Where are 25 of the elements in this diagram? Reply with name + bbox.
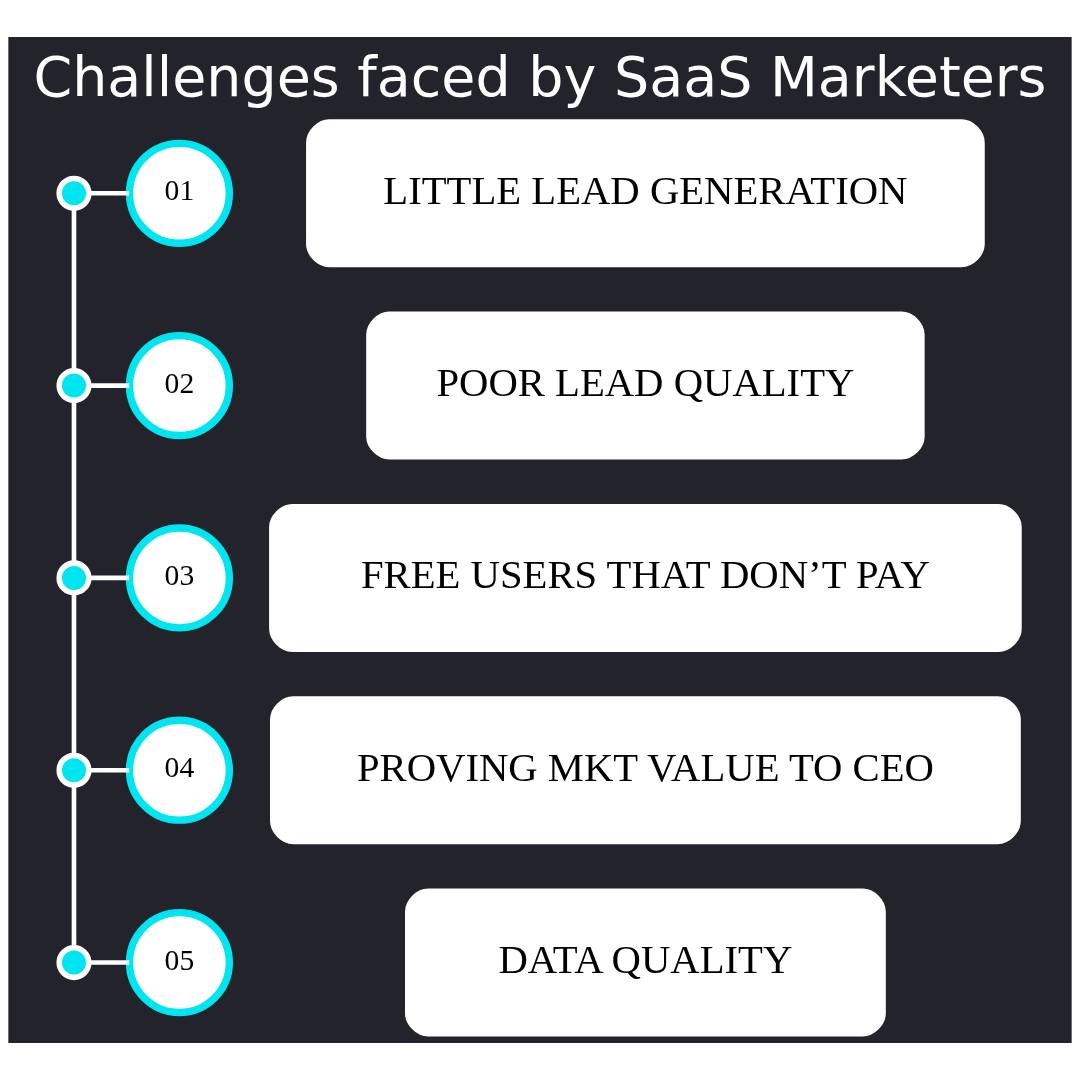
connector (89, 960, 130, 965)
node-box: LITTLE LEAD GENERATION (306, 119, 985, 268)
node-circle (56, 175, 92, 211)
node-box: PROVING MKT VALUE TO CEO (270, 696, 1021, 845)
node-circle (56, 945, 92, 981)
connector (71, 593, 77, 756)
connector (89, 383, 130, 388)
connector (89, 767, 130, 773)
node-circle (56, 752, 92, 788)
connector (89, 575, 130, 581)
node-circle: 02 (125, 331, 233, 440)
node-box: POOR LEAD QUALITY (366, 311, 925, 460)
node-circle (56, 560, 92, 596)
node-box: DATA QUALITY (405, 888, 886, 1037)
diagram-title: Challenges faced by SaaS Marketers (33, 45, 1047, 110)
node-circle: 01 (125, 139, 233, 247)
node-box: FREE USERS THAT DON’T PAY (269, 503, 1022, 652)
node-circle (56, 368, 92, 404)
node-circle: 05 (125, 908, 233, 1017)
node-circle: 03 (125, 524, 233, 632)
connector (71, 208, 77, 371)
connector (71, 400, 77, 563)
connector (89, 190, 130, 196)
connector (71, 785, 77, 948)
node-circle: 04 (125, 716, 233, 824)
